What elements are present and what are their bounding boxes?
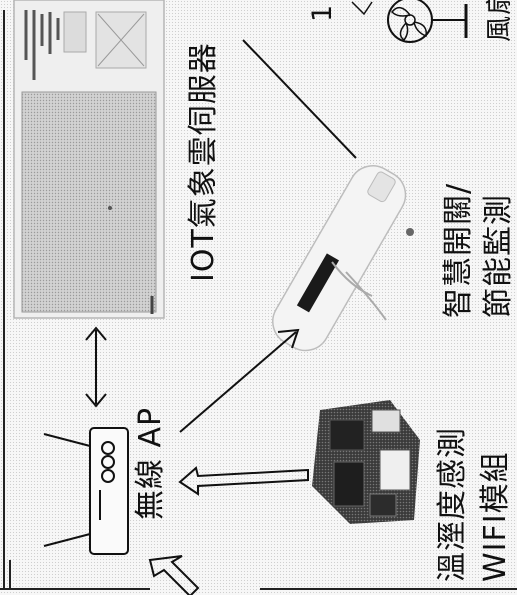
double-arrow [85,326,107,408]
router-icon [43,427,129,555]
arrow-ap-to-cloud [179,328,300,433]
sensor-board-icon [312,400,420,524]
sensor-label-2: WIFI模組 [478,451,513,582]
server-screen-icon [13,0,165,319]
smart-switch-label-2: 節能監測 [481,194,516,318]
top-partial-label: 1 [307,4,338,22]
link-line [242,39,357,159]
iot-server-label: IOT氣象雲伺服器 [186,42,221,282]
left-border [3,10,11,590]
sensor-label-1: 溫溼度感測 [435,427,470,582]
arrow-bottom-left [148,555,200,595]
smart-plug-icon [272,165,414,352]
fan-label: 風扇 [485,0,515,42]
arrow-sensor-to-ap [178,466,309,496]
fan-icon [387,0,468,43]
arrow-head-partial [351,1,373,16]
smart-switch-label-1: 智慧開關/ [441,183,476,318]
wireless-ap-label: 無線 AP [133,407,168,520]
